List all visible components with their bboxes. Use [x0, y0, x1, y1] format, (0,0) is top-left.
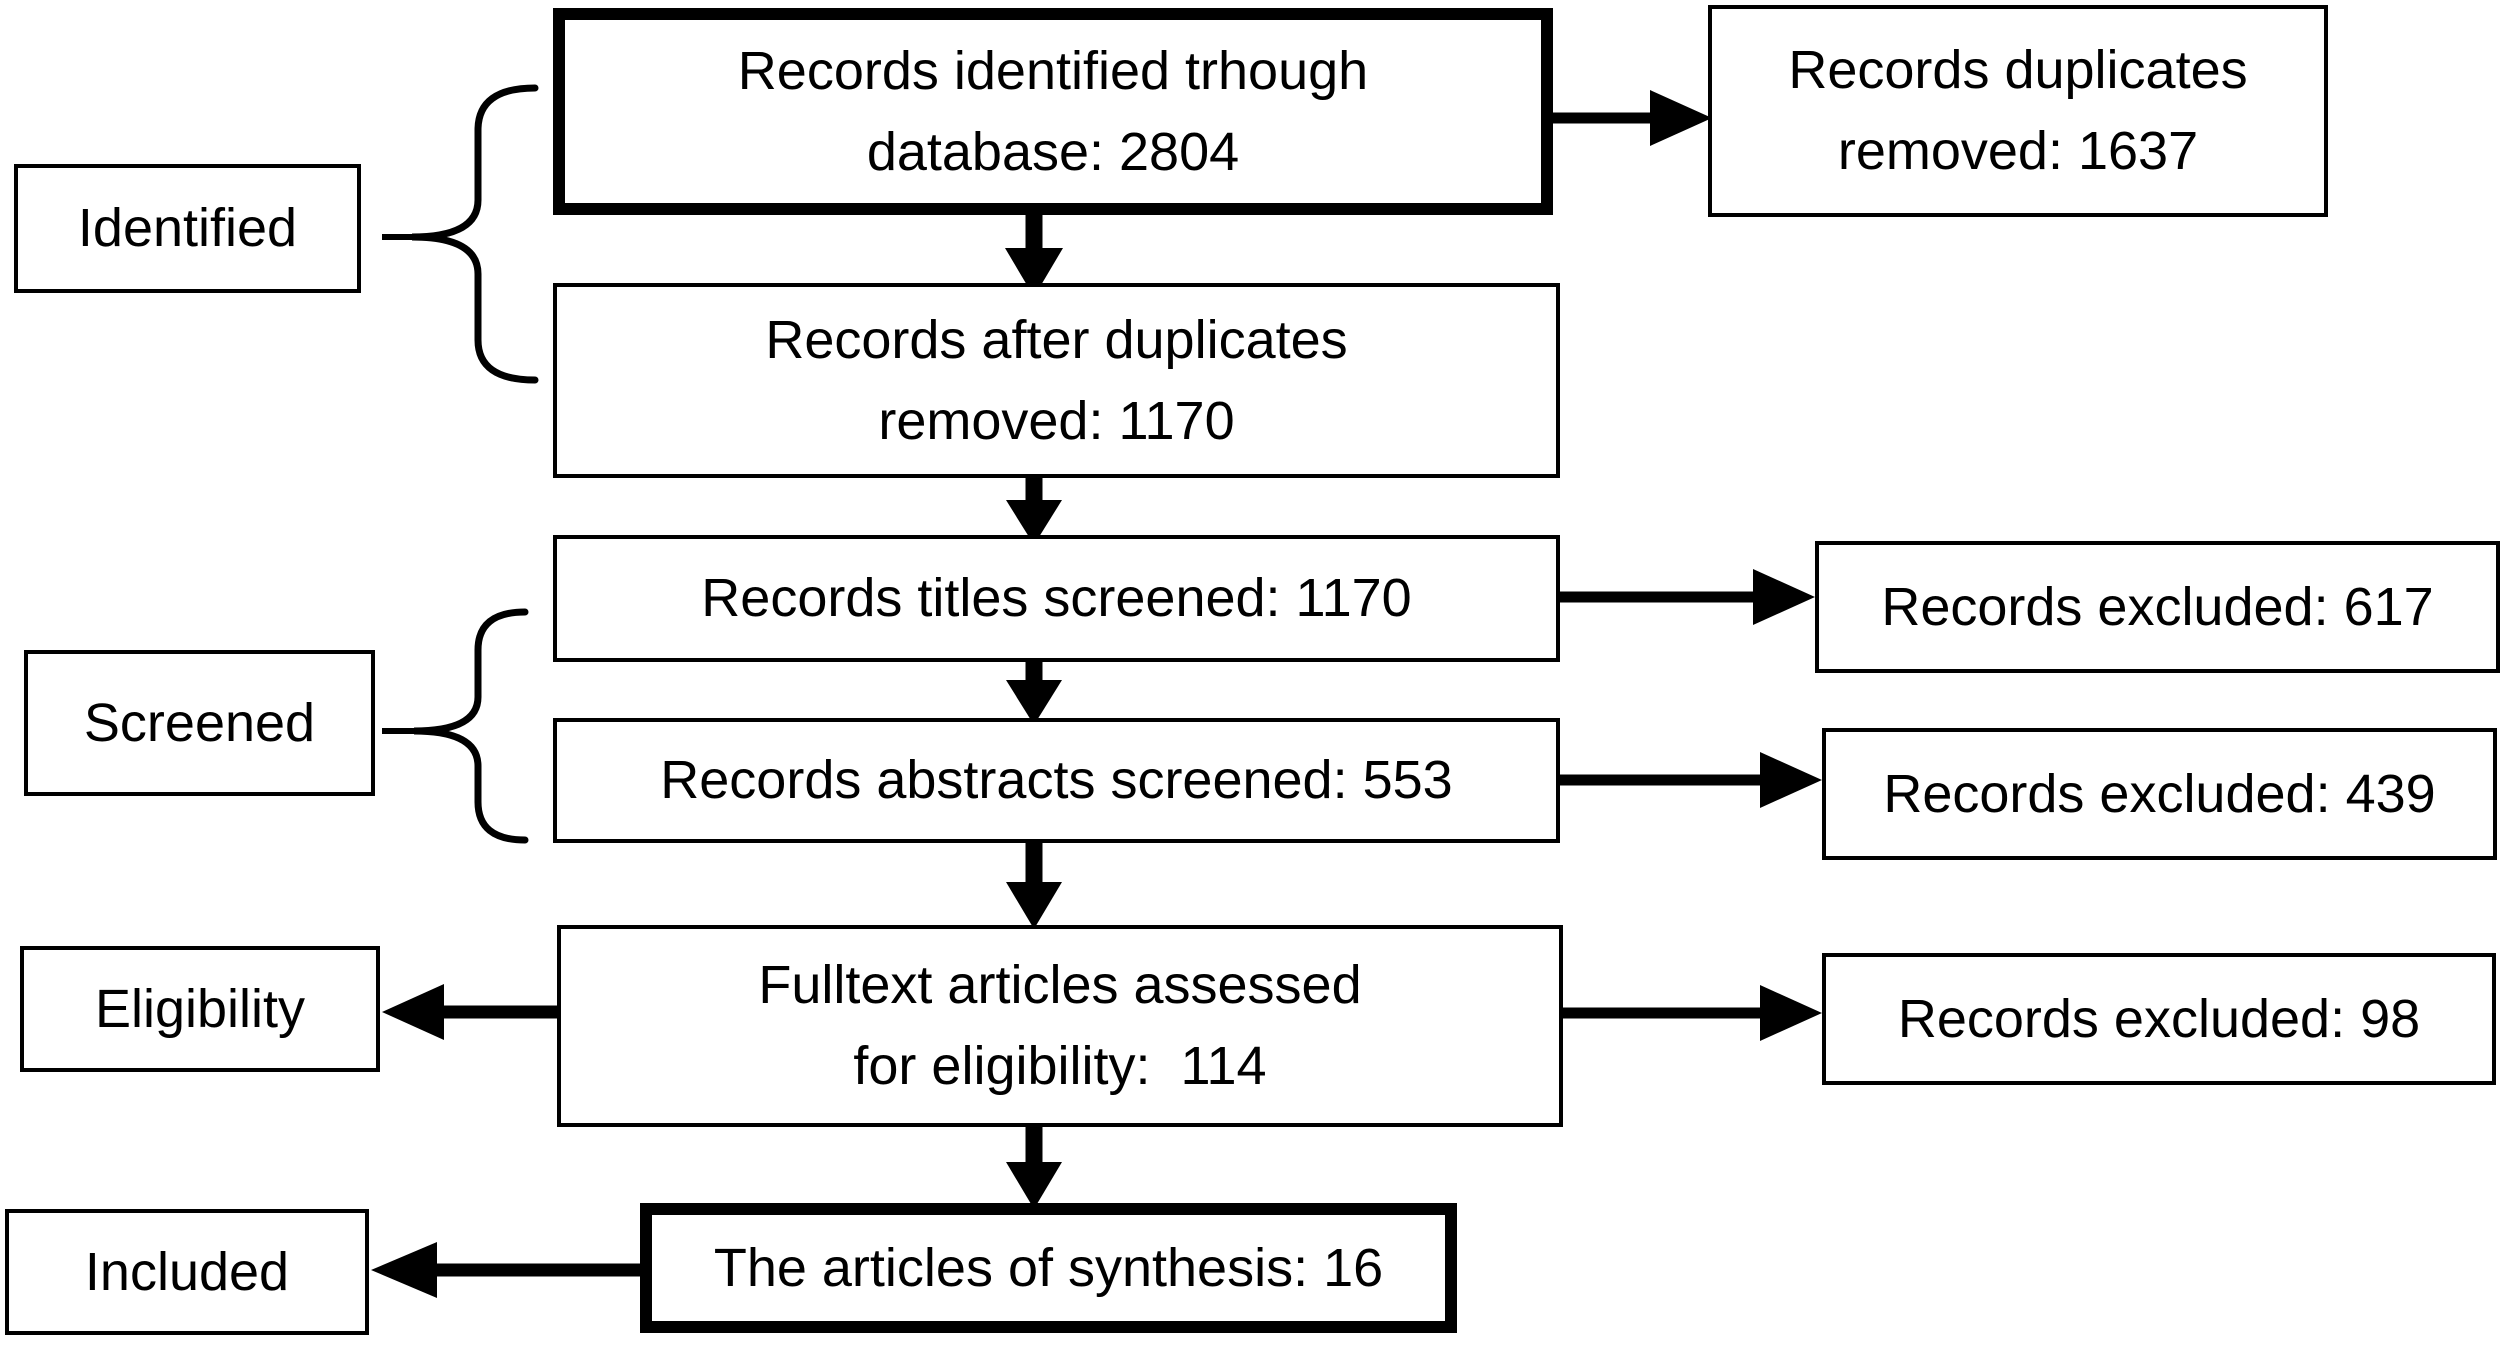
box-excluded-abstracts-text: Records excluded: 439 — [1883, 763, 2436, 824]
stage-label-screened: Screened — [24, 650, 375, 796]
stage-label-eligibility-text: Eligibility — [94, 978, 306, 1039]
stage-label-included: Included — [5, 1209, 369, 1335]
arrow-down-fulltext-to-synthesis — [1006, 1125, 1062, 1209]
arrow-left-synthesis-to-included — [371, 1242, 640, 1298]
box-duplicates-removed: Records duplicates removed: 1637 — [1708, 5, 2328, 217]
stage-label-eligibility: Eligibility — [20, 946, 380, 1072]
arrow-down-abstracts-to-fulltext — [1006, 841, 1062, 929]
arrow-left-fulltext-to-eligibility — [382, 984, 557, 1040]
arrow-right-titles-to-excluded-617 — [1553, 569, 1815, 625]
stage-label-included-text: Included — [84, 1241, 290, 1302]
box-excluded-titles: Records excluded: 617 — [1815, 541, 2500, 673]
stage-label-screened-text: Screened — [83, 692, 316, 753]
box-records-after-duplicates: Records after duplicates removed: 1170 — [553, 283, 1560, 478]
arrow-right-abstracts-to-excluded-439 — [1553, 752, 1822, 808]
box-records-abstracts-screened: Records abstracts screened: 553 — [553, 718, 1560, 843]
box-excluded-fulltext-text: Records excluded: 98 — [1897, 988, 2421, 1049]
box-fulltext-assessed: Fulltext articles assessed for eligibili… — [557, 925, 1563, 1127]
brace-identified — [382, 84, 539, 384]
box-excluded-titles-text: Records excluded: 617 — [1881, 576, 2434, 637]
arrow-down-titles-to-abstracts-screened — [1006, 660, 1062, 725]
box-records-identified: Records identified trhough database: 280… — [553, 8, 1553, 215]
box-excluded-abstracts: Records excluded: 439 — [1822, 728, 2497, 860]
box-excluded-fulltext: Records excluded: 98 — [1822, 953, 2496, 1085]
box-records-titles-screened-text: Records titles screened: 1170 — [701, 568, 1412, 628]
box-records-titles-screened: Records titles screened: 1170 — [553, 535, 1560, 662]
brace-screened — [382, 608, 529, 844]
arrow-right-fulltext-to-excluded-98 — [1563, 985, 1822, 1041]
box-records-after-duplicates-text: Records after duplicates removed: 1170 — [765, 309, 1348, 451]
arrow-down-after-duplicates-to-titles-screened — [1006, 476, 1062, 545]
box-articles-of-synthesis-text: The articles of synthesis: 16 — [713, 1237, 1384, 1298]
stage-label-identified-text: Identified — [77, 198, 298, 258]
box-fulltext-assessed-text: Fulltext articles assessed for eligibili… — [758, 955, 1362, 1096]
box-duplicates-removed-text: Records duplicates removed: 1637 — [1788, 40, 2248, 181]
box-records-abstracts-screened-text: Records abstracts screened: 553 — [660, 750, 1453, 810]
stage-label-identified: Identified — [14, 164, 361, 293]
box-records-identified-text: Records identified trhough database: 280… — [737, 40, 1369, 182]
arrow-right-identified-to-duplicates-removed — [1553, 90, 1712, 146]
box-articles-of-synthesis: The articles of synthesis: 16 — [640, 1203, 1457, 1333]
